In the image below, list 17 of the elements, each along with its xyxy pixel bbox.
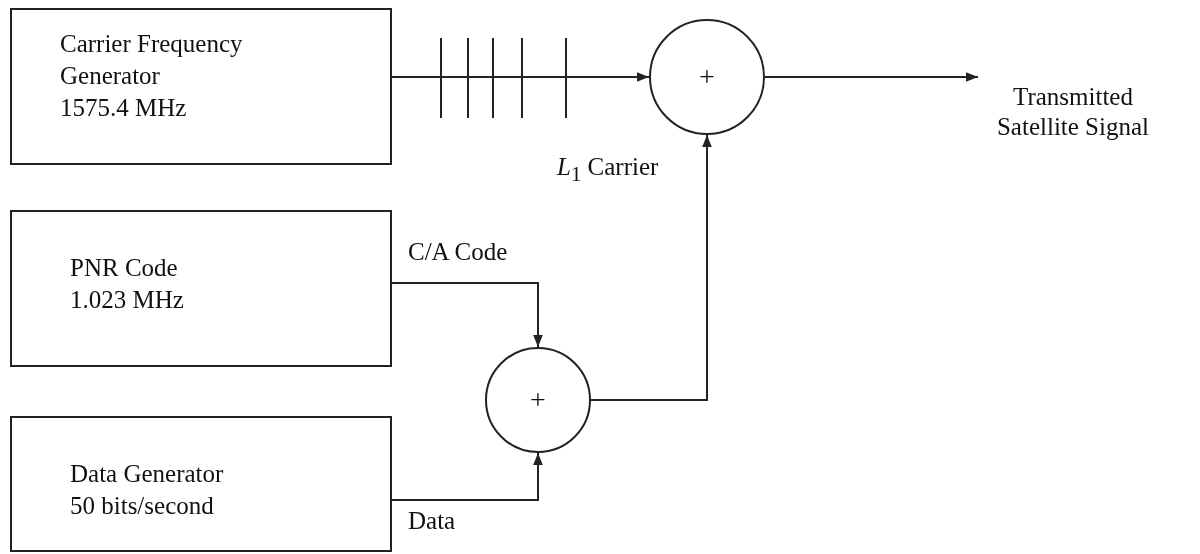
- process-box: [10, 416, 392, 552]
- signal-label: Transmitted Satellite Signal: [995, 82, 1151, 142]
- box-text: 1.023 MHz: [70, 285, 185, 315]
- box-text: 50 bits/second: [70, 491, 215, 521]
- box-text: Carrier Frequency Generator: [60, 29, 244, 91]
- arrow: [764, 72, 979, 82]
- process-box: [10, 8, 392, 165]
- box-text: PNR Code: [70, 253, 179, 283]
- arrow: [391, 452, 543, 501]
- plus-sign: +: [699, 61, 715, 93]
- arrow: [590, 134, 712, 401]
- arrow: [391, 72, 650, 82]
- box-text: 1575.4 MHz: [60, 93, 188, 123]
- arrow: [391, 282, 543, 348]
- plus-sign: +: [530, 384, 546, 416]
- process-box: [10, 210, 392, 367]
- box-text: Data Generator: [70, 459, 225, 489]
